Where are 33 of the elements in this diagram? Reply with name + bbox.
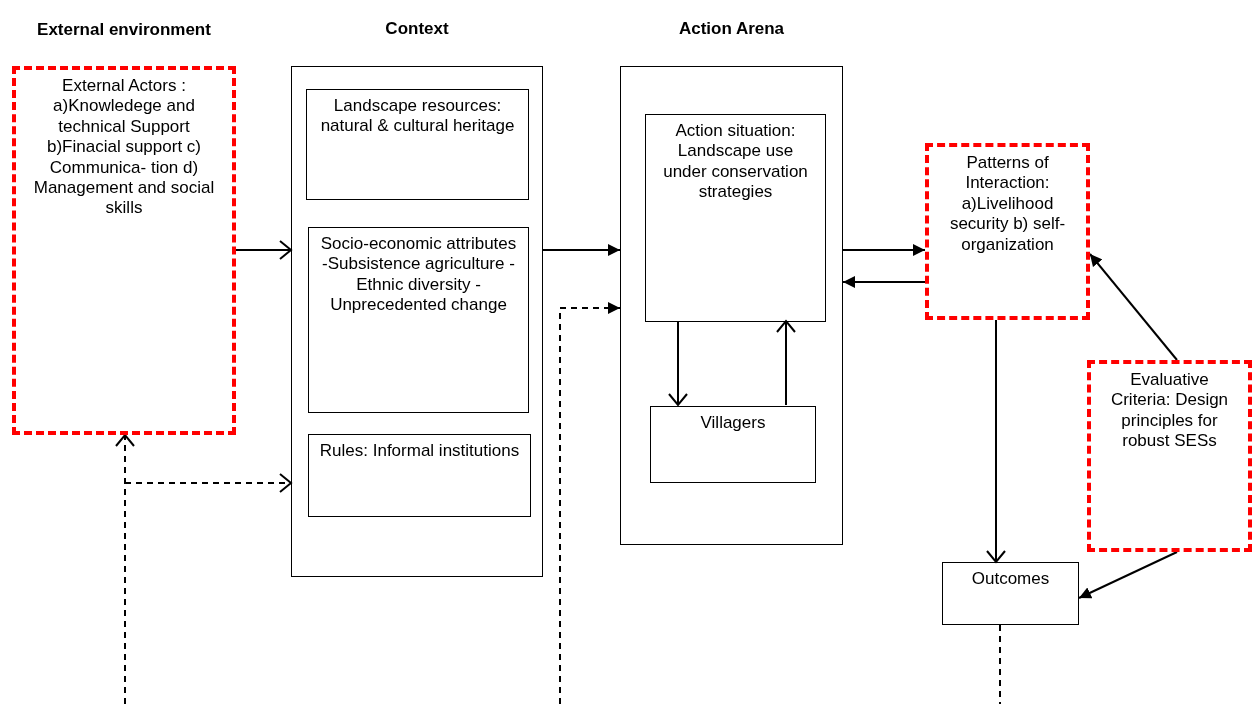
outcome-box [942, 562, 1079, 625]
column-heading: Context [384, 19, 450, 40]
box-text: External Actors : a)Knowledege and technical Support b)Finacial support c) Communica- tion d) Management and social skills [32, 75, 216, 219]
process-box [308, 227, 529, 413]
dashed-arrow [559, 302, 621, 704]
arrow [1089, 253, 1178, 361]
arrow [1078, 551, 1178, 599]
arrow [842, 276, 926, 288]
arrow [542, 244, 621, 256]
arrow [235, 240, 292, 260]
column-heading: External environment [36, 20, 212, 41]
process-box [306, 89, 529, 200]
box-text: Evaluative Criteria: Design principles for robust SESs [1109, 369, 1230, 452]
arrow [668, 320, 688, 406]
box-text: Landscape resources: natural & cultural heritage [319, 95, 516, 137]
box-text: Villagers [699, 412, 767, 434]
dashed-line [999, 624, 1001, 704]
column-heading: Action Arena [677, 19, 786, 40]
process-box [308, 434, 531, 517]
dashed-arrow [115, 434, 135, 704]
box-text: Patterns of Interaction: a)Livelihood security b) self-organization [948, 152, 1067, 255]
arrow [776, 320, 796, 406]
box-text: Outcomes [970, 568, 1051, 590]
process-box [645, 114, 826, 322]
process-box [650, 406, 816, 483]
dashed-arrow [124, 473, 292, 493]
arrow [842, 244, 926, 256]
arrow [986, 319, 1006, 563]
box-text: Action situation: Landscape use under conservation strategies [662, 120, 809, 203]
criteria-box [1087, 360, 1252, 552]
interaction-box [925, 143, 1090, 320]
box-text: Socio-economic attributes -Subsistence agriculture -Ethnic diversity -Unprecedented change [319, 233, 518, 316]
box-text: Rules: Informal institutions [318, 440, 521, 462]
